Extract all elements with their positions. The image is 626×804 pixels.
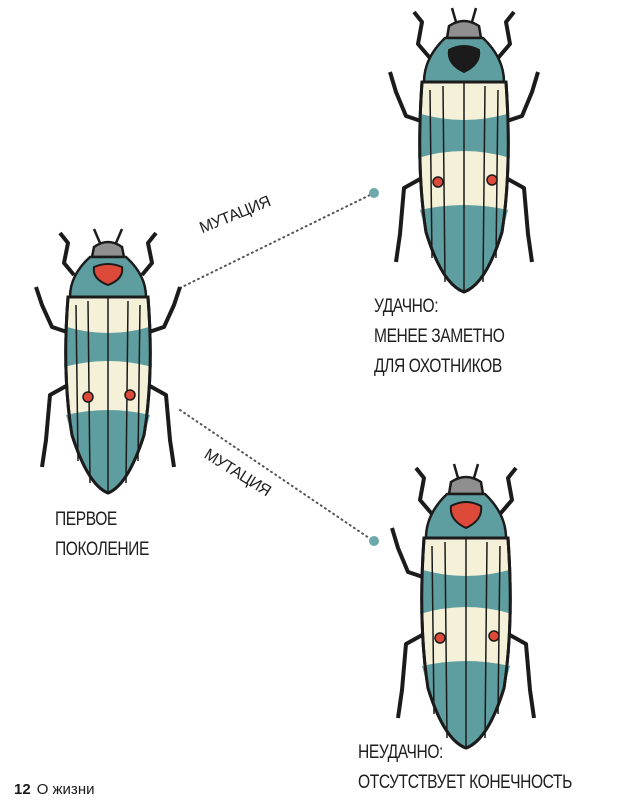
first-generation-label: ПЕРВОЕ ПОКОЛЕНИЕ: [55, 505, 149, 565]
fail-label: НЕУДАЧНО: ОТСУТСТВУЕТ КОНЕЧНОСТЬ: [358, 738, 572, 798]
mutation-dot-bottom: [369, 536, 379, 546]
page-number: 12: [14, 781, 31, 798]
success-label: УДАЧНО: МЕНЕЕ ЗАМЕТНО ДЛЯ ОХОТНИКОВ: [374, 292, 504, 382]
chapter-title: О жизни: [37, 781, 95, 798]
fail-line-2: ОТСУТСТВУЕТ КОНЕЧНОСТЬ: [358, 768, 572, 798]
first-generation-line-2: ПОКОЛЕНИЕ: [55, 535, 149, 565]
mutation-line-bottom: [180, 410, 372, 540]
mutation-line-top: [180, 194, 372, 288]
success-line-3: ДЛЯ ОХОТНИКОВ: [374, 352, 504, 382]
beetle-first-generation: [36, 229, 180, 493]
success-line-2: МЕНЕЕ ЗАМЕТНО: [374, 322, 504, 352]
mutation-dot-top: [369, 188, 379, 198]
page-footer: 12 О жизни: [14, 781, 94, 798]
success-line-1: УДАЧНО:: [374, 292, 504, 322]
first-generation-line-1: ПЕРВОЕ: [55, 505, 149, 535]
beetle-failed-mutation: [392, 464, 534, 748]
fail-line-1: НЕУДАЧНО:: [358, 738, 572, 768]
beetle-successful-mutation: [390, 8, 538, 292]
